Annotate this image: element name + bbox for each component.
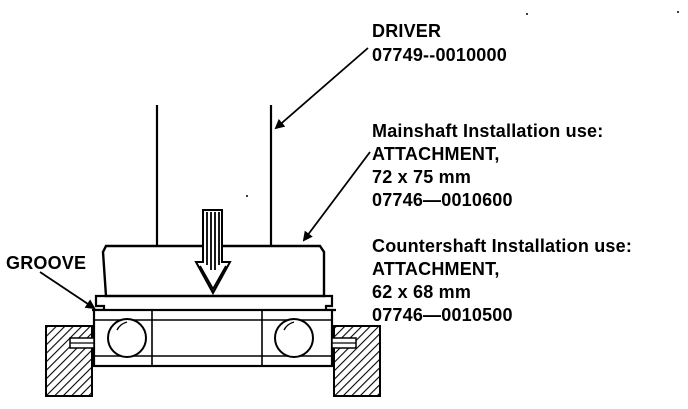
housing-right: [331, 325, 381, 397]
press-arrow-icon: [194, 209, 232, 296]
bearing: [92, 308, 334, 368]
speck: [246, 195, 248, 197]
mainshaft-part-label: 07746—0010600: [372, 190, 513, 210]
countershaft-attachment-label: ATTACHMENT,: [372, 259, 500, 279]
countershaft-size-label: 62 x 68 mm: [372, 282, 472, 302]
housing-left: [45, 325, 95, 397]
speck: [677, 11, 679, 13]
countershaft-use-label: Countershaft Installation use:: [372, 236, 633, 256]
driver-name-label: DRIVER: [372, 21, 442, 41]
leader-lines: [39, 47, 371, 310]
mainshaft-use-label: Mainshaft Installation use:: [372, 121, 604, 141]
mainshaft-size-label: 72 x 75 mm: [372, 167, 472, 187]
driver-part-label: 07749--0010000: [372, 45, 507, 65]
mainshaft-attachment-label: ATTACHMENT,: [372, 144, 500, 164]
groove-label: GROOVE: [6, 253, 87, 273]
driver-shaft: [155, 105, 273, 246]
speck: [526, 13, 528, 15]
countershaft-part-label: 07746—0010500: [372, 305, 513, 325]
